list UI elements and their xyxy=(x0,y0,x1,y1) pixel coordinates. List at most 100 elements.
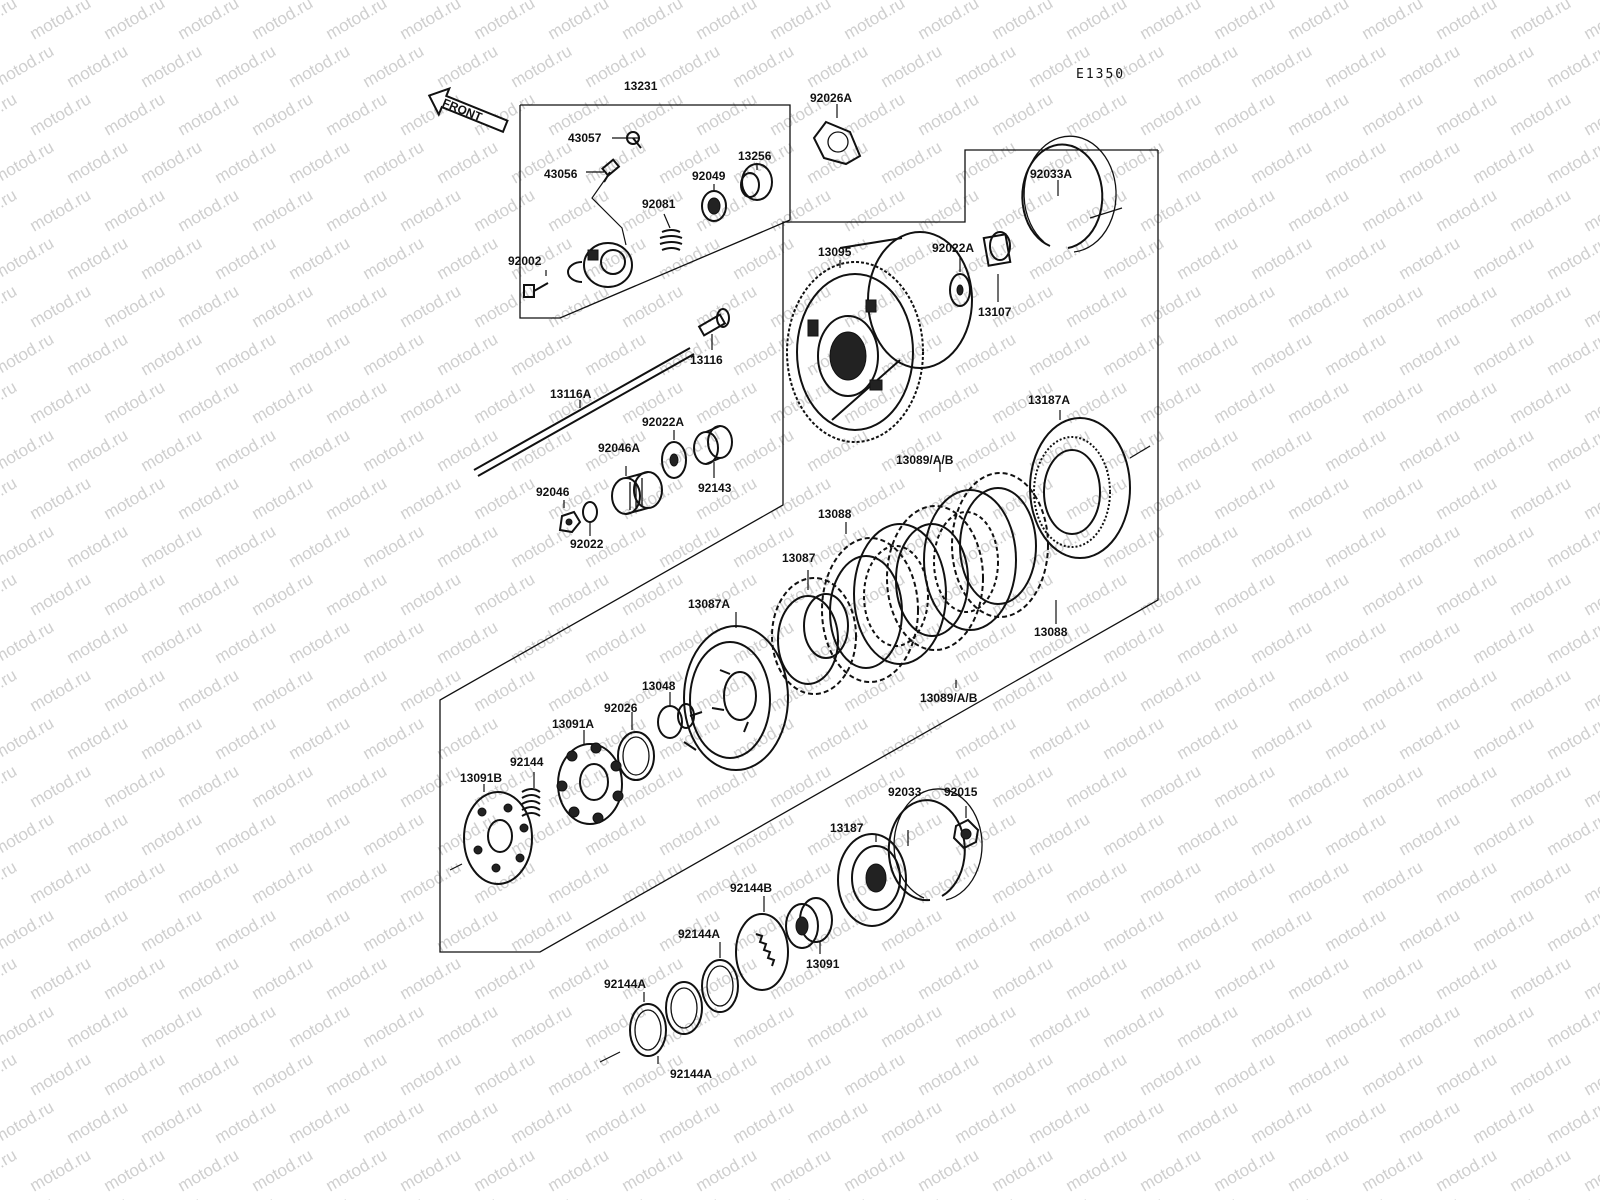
label-92046A: 92046A xyxy=(598,441,640,455)
watermark-text: motod.ru xyxy=(434,233,502,283)
watermark-text: motod.ru xyxy=(1581,953,1600,1003)
watermark-text: motod.ru xyxy=(1544,617,1600,667)
watermark-text: motod.ru xyxy=(397,1049,465,1099)
watermark-text: motod.ru xyxy=(1470,809,1538,859)
watermark-text: motod.ru xyxy=(545,281,613,331)
watermark-text: motod.ru xyxy=(0,377,20,427)
watermark-text: motod.ru xyxy=(1285,665,1353,715)
watermark-text: motod.ru xyxy=(1137,473,1205,523)
part-92022A-washer-top xyxy=(949,273,971,307)
part-92144A-washer-2 xyxy=(665,981,703,1035)
watermark-text: motod.ru xyxy=(1248,41,1316,91)
watermark-text: motod.ru xyxy=(27,665,95,715)
watermark-text: motod.ru xyxy=(249,665,317,715)
watermark-text: motod.ru xyxy=(0,89,20,139)
watermark-text: motod.ru xyxy=(619,857,687,907)
part-13187-hub xyxy=(837,833,907,927)
watermark-text: motod.ru xyxy=(212,1193,280,1200)
watermark-text: motod.ru xyxy=(878,41,946,91)
watermark-text: motod.ru xyxy=(952,617,1020,667)
part-13087A-pressure-plate xyxy=(683,625,789,771)
watermark-text: motod.ru xyxy=(545,665,613,715)
watermark-text: motod.ru xyxy=(1433,569,1501,619)
front-tag: FRONT xyxy=(440,96,484,125)
watermark-text: motod.ru xyxy=(138,41,206,91)
watermark-text: motod.ru xyxy=(397,281,465,331)
watermark-text: motod.ru xyxy=(1544,1097,1600,1147)
watermark-text: motod.ru xyxy=(471,953,539,1003)
watermark-text: motod.ru xyxy=(582,809,650,859)
part-92026A-gasket xyxy=(812,120,862,166)
watermark-text: motod.ru xyxy=(915,0,983,43)
watermark-text: motod.ru xyxy=(1507,1049,1575,1099)
label-92022A: 92022A xyxy=(642,415,684,429)
watermark-text: motod.ru xyxy=(101,1145,169,1195)
watermark-text: motod.ru xyxy=(1433,185,1501,235)
watermark-text: motod.ru xyxy=(508,329,576,379)
watermark-text: motod.ru xyxy=(730,41,798,91)
watermark-text: motod.ru xyxy=(0,521,57,571)
watermark-text: motod.ru xyxy=(804,41,872,91)
watermark-text: motod.ru xyxy=(0,425,57,475)
watermark-text: motod.ru xyxy=(1359,1049,1427,1099)
watermark-text: motod.ru xyxy=(952,425,1020,475)
watermark-text: motod.ru xyxy=(1359,761,1427,811)
watermark-text: motod.ru xyxy=(1100,1001,1168,1051)
watermark-text: motod.ru xyxy=(360,713,428,763)
watermark-text: motod.ru xyxy=(1396,1001,1464,1051)
watermark-text: motod.ru xyxy=(323,1049,391,1099)
watermark-text: motod.ru xyxy=(471,377,539,427)
watermark-text: motod.ru xyxy=(249,1049,317,1099)
watermark-text: motod.ru xyxy=(656,1097,724,1147)
watermark-text: motod.ru xyxy=(545,569,613,619)
watermark-text: motod.ru xyxy=(693,377,761,427)
watermark-text: motod.ru xyxy=(397,569,465,619)
watermark-text: motod.ru xyxy=(1248,329,1316,379)
watermark-text: motod.ru xyxy=(1100,137,1168,187)
watermark-text: motod.ru xyxy=(1174,1001,1242,1051)
watermark-text: motod.ru xyxy=(1322,713,1390,763)
watermark-text: motod.ru xyxy=(1470,905,1538,955)
watermark-text: motod.ru xyxy=(249,857,317,907)
watermark-text: motod.ru xyxy=(471,1049,539,1099)
watermark-text: motod.ru xyxy=(212,617,280,667)
watermark-text: motod.ru xyxy=(101,953,169,1003)
watermark-text: motod.ru xyxy=(1063,281,1131,331)
watermark-text: motod.ru xyxy=(804,1193,872,1200)
watermark-text: motod.ru xyxy=(1470,425,1538,475)
watermark-text: motod.ru xyxy=(1433,89,1501,139)
watermark-text: motod.ru xyxy=(1507,281,1575,331)
watermark-text: motod.ru xyxy=(508,1001,576,1051)
watermark-text: motod.ru xyxy=(1544,233,1600,283)
watermark-text: motod.ru xyxy=(545,761,613,811)
part-92049-oil-seal xyxy=(701,190,727,222)
watermark-text: motod.ru xyxy=(915,1049,983,1099)
watermark-text: motod.ru xyxy=(1174,137,1242,187)
watermark-text: motod.ru xyxy=(656,1193,724,1200)
watermark-text: motod.ru xyxy=(212,41,280,91)
watermark-text: motod.ru xyxy=(1433,761,1501,811)
watermark-text: motod.ru xyxy=(471,185,539,235)
watermark-text: motod.ru xyxy=(1322,1001,1390,1051)
watermark-text: motod.ru xyxy=(915,377,983,427)
watermark-text: motod.ru xyxy=(27,377,95,427)
watermark-text: motod.ru xyxy=(878,713,946,763)
watermark-text: motod.ru xyxy=(175,665,243,715)
part-labels: 13231 43057 13256 43056 92049 92081 9200… xyxy=(460,79,1072,1081)
watermark-text: motod.ru xyxy=(1544,809,1600,859)
watermark-text: motod.ru xyxy=(1544,1001,1600,1051)
watermark-text: motod.ru xyxy=(0,473,20,523)
watermark-text: motod.ru xyxy=(1026,1001,1094,1051)
watermark-text: motod.ru xyxy=(1174,905,1242,955)
watermark-text: motod.ru xyxy=(360,329,428,379)
watermark-text: motod.ru xyxy=(915,185,983,235)
watermark-text: motod.ru xyxy=(0,1001,57,1051)
watermark-text: motod.ru xyxy=(767,185,835,235)
watermark-text: motod.ru xyxy=(212,905,280,955)
watermark-text: motod.ru xyxy=(1322,41,1390,91)
label-92144: 92144 xyxy=(510,755,544,769)
watermark-text: motod.ru xyxy=(1211,953,1279,1003)
watermark-text: motod.ru xyxy=(1470,1001,1538,1051)
watermark-text: motod.ru xyxy=(1359,89,1427,139)
